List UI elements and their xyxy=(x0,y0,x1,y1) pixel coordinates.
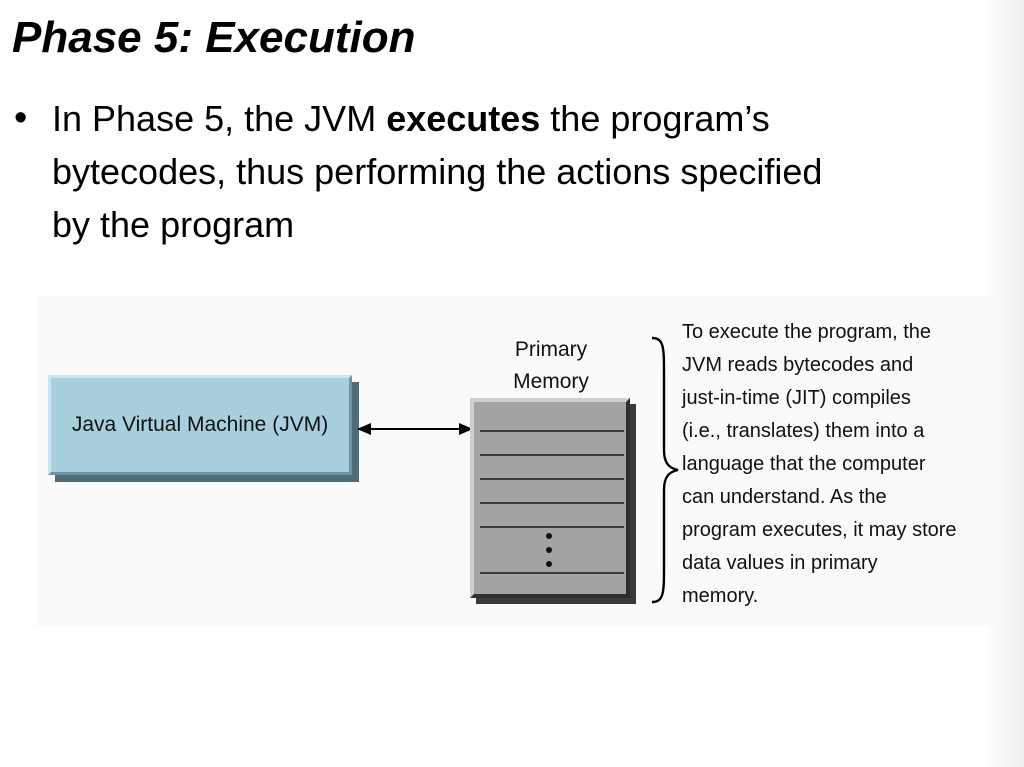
memory-cell-divider xyxy=(480,572,624,574)
description-line: data values in primary xyxy=(682,552,878,574)
bullet-bold-word: executes xyxy=(386,98,541,139)
curly-brace-icon xyxy=(651,336,679,604)
bullet-text: In Phase 5, the JVM executes the program… xyxy=(52,92,1002,251)
vertical-ellipsis-icon xyxy=(546,533,552,567)
bullet-line-1-start: In Phase 5, the JVM xyxy=(52,98,387,139)
memory-cell-divider xyxy=(480,430,624,432)
description-line: can understand. As the xyxy=(682,486,887,508)
slide-title: Phase 5: Execution xyxy=(12,13,416,62)
description-line: program executes, it may store xyxy=(682,519,957,541)
jvm-label: Java Virtual Machine (JVM) xyxy=(71,413,329,436)
memory-label-line-1: Primary xyxy=(514,338,588,361)
description-line: just-in-time (JIT) compiles xyxy=(682,387,911,409)
description-line: memory. xyxy=(682,585,759,607)
memory-cell-divider xyxy=(480,454,624,456)
memory-box xyxy=(470,398,630,598)
description-line: To execute the program, the xyxy=(682,321,932,343)
description-line: (i.e., translates) them into a xyxy=(682,420,925,442)
description-text: To execute the program, the JVM reads by… xyxy=(682,316,1002,613)
bullet-line-1-end: the program’s xyxy=(540,98,770,139)
jvm-box: Java Virtual Machine (JVM) xyxy=(48,375,352,475)
description-line: JVM reads bytecodes and xyxy=(682,354,914,376)
description-line: language that the computer xyxy=(682,453,926,475)
double-arrow-icon xyxy=(357,423,473,435)
memory-label: Primary Memory xyxy=(496,334,606,398)
memory-label-line-2: Memory xyxy=(513,370,589,393)
bullet-line-1: In Phase 5, the JVM executes the program… xyxy=(52,92,1002,145)
bullet-line-3: by the program xyxy=(52,204,295,245)
bullet-marker: • xyxy=(14,97,28,139)
memory-cell-divider xyxy=(480,502,624,504)
bullet-line-2: bytecodes, thus performing the actions s… xyxy=(52,151,823,192)
memory-cell-divider xyxy=(480,478,624,480)
memory-cell-divider xyxy=(480,526,624,528)
